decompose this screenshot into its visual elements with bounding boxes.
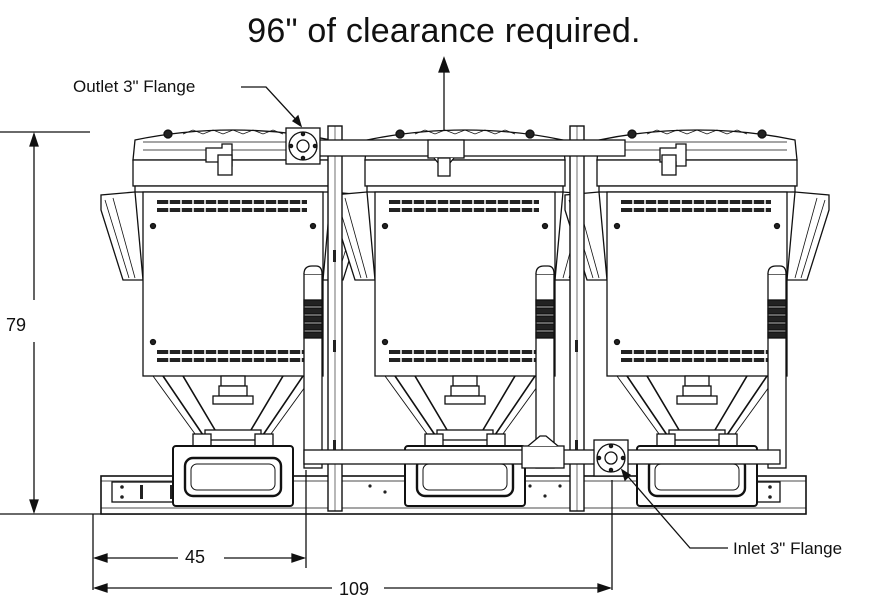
return-pipe <box>303 265 787 469</box>
outlet-offset-dimension-label: 45 <box>181 548 210 566</box>
outlet-flange-label: Outlet 3" Flange <box>73 77 196 96</box>
inlet-offset-dimension-label: 109 <box>334 580 375 598</box>
dimension-45 <box>92 470 307 590</box>
outlet-flange <box>285 127 321 165</box>
inlet-flange-label: Inlet 3" Flange <box>733 539 843 558</box>
outlet-leader <box>241 86 303 128</box>
support-posts <box>327 125 585 512</box>
height-dimension <box>0 131 150 515</box>
height-dimension-label: 79 <box>6 315 27 335</box>
dimension-109 <box>92 480 613 593</box>
inlet-leader <box>620 468 728 549</box>
clearance-title: 96" of clearance required. <box>247 12 641 50</box>
